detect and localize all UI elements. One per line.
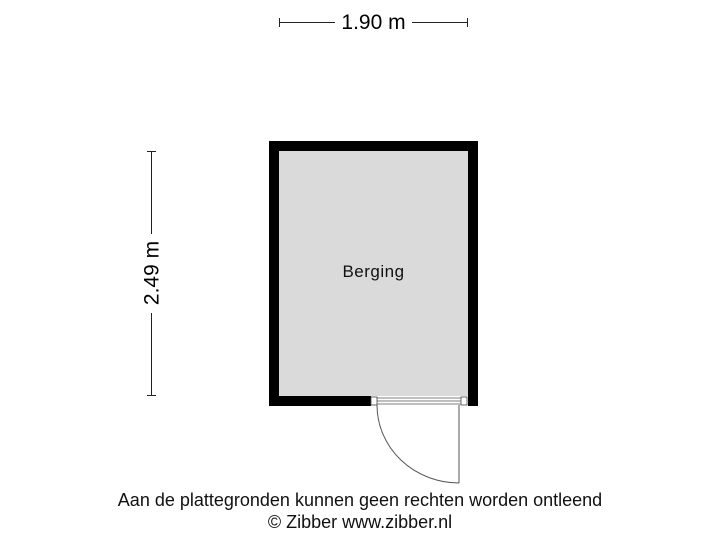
disclaimer-text: Aan de plattegronden kunnen geen rechten… — [117, 490, 603, 510]
door-jamb-right — [460, 396, 468, 406]
height-dimension-line-top — [151, 151, 152, 234]
width-dimension-tick-right — [467, 18, 468, 27]
wall-top — [269, 141, 478, 151]
height-dimension-line-bottom — [151, 313, 152, 396]
width-value: 1.90 m — [335, 11, 412, 34]
height-dimension-tick-bottom — [147, 395, 156, 396]
width-dimension: 1.90 m — [279, 11, 468, 35]
footer: Aan de plattegronden kunnen geen rechten… — [0, 489, 720, 533]
width-dimension-label: 1.90 m — [279, 11, 468, 35]
width-dimension-tick-left — [279, 18, 280, 27]
room-berging-area — [279, 151, 468, 396]
wall-bottom-left — [269, 396, 371, 406]
door-jamb-left — [370, 396, 378, 406]
wall-left — [269, 141, 279, 406]
door-swing-arc — [376, 404, 460, 484]
copyright-text: © Zibber www.zibber.nl — [267, 512, 453, 532]
wall-right — [468, 141, 478, 406]
height-dimension: 2.49 m — [140, 151, 164, 396]
room-label-berging: Berging — [342, 262, 405, 281]
height-dimension-tick-top — [147, 151, 156, 152]
